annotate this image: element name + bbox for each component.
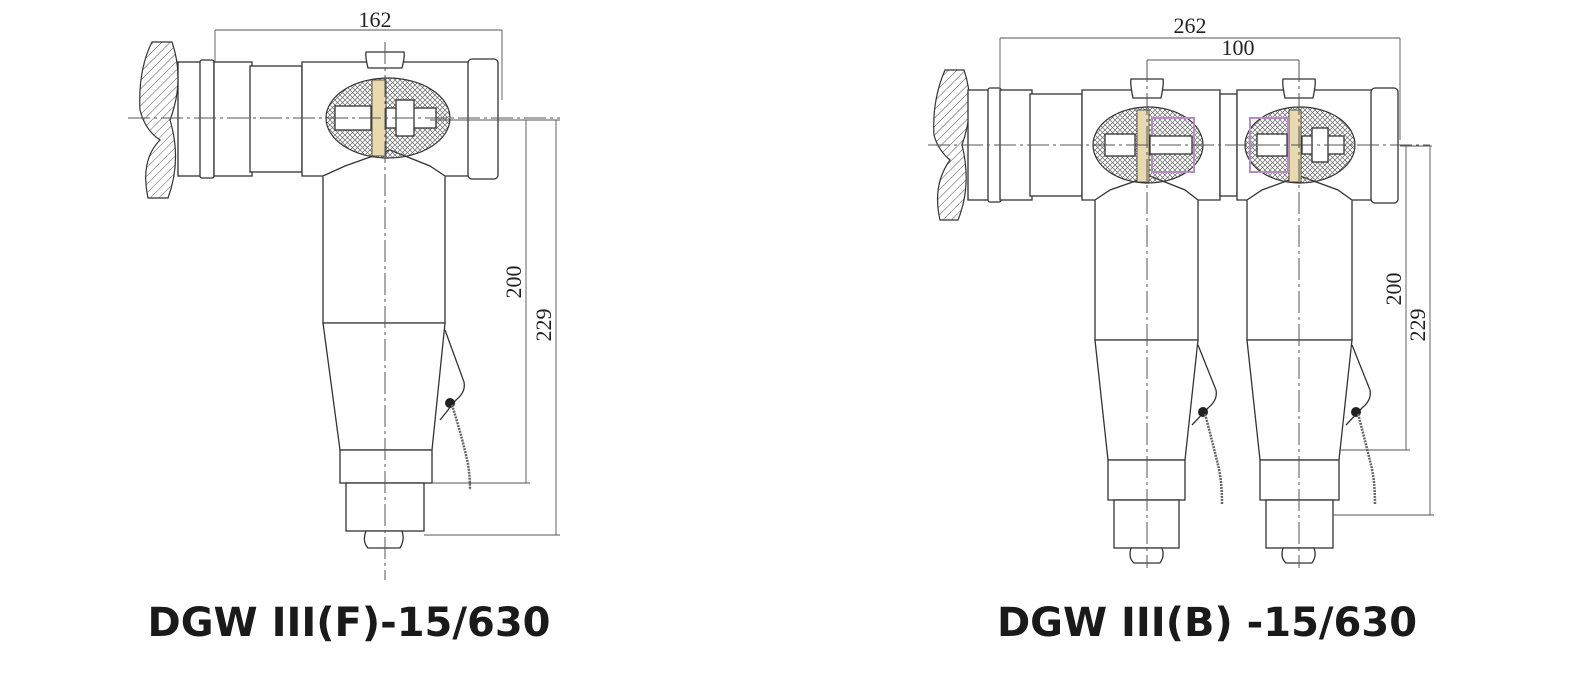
model-title-b: DGW III(B) -15/630 xyxy=(996,600,1418,646)
dim-height-inner: 200 xyxy=(501,266,526,299)
bushing-stub xyxy=(139,41,179,199)
earth-wire xyxy=(450,404,472,491)
dim-height-inner: 200 xyxy=(1381,273,1406,306)
end-cap xyxy=(467,58,499,180)
connector-drawing-b: 262 100 200 229 xyxy=(928,13,1434,568)
dim-width: 162 xyxy=(359,7,392,32)
dim-spacing: 100 xyxy=(1222,35,1255,60)
connector-drawing-f: 162 200 229 xyxy=(128,7,560,580)
dim-height-outer: 229 xyxy=(1405,309,1430,342)
earth-lug xyxy=(439,329,465,421)
bushing-stub xyxy=(933,69,971,221)
dim-height-outer: 229 xyxy=(531,309,556,342)
dim-width: 262 xyxy=(1174,13,1207,38)
vertical-body xyxy=(322,176,446,324)
model-title-f: DGW III(F)-15/630 xyxy=(147,600,551,646)
